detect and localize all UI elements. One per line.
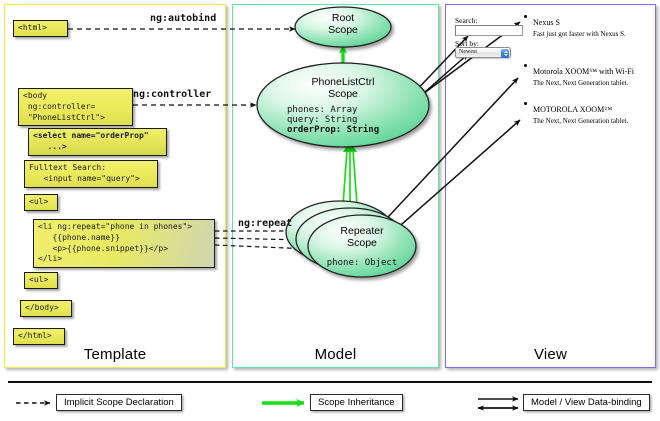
scope-repeater-prop-phone: phone: Object (327, 258, 397, 268)
phone-name: Motorola XOOM™ with Wi-Fi (533, 67, 634, 76)
view-sort-label: Sort by: (455, 39, 479, 48)
code-body-open: <body ng:controller= "PhoneListCtrl"> (18, 88, 133, 127)
bullet-icon (524, 14, 527, 18)
code-search-input: Fulltext Search: <input name="query"> (24, 160, 158, 188)
code-li-repeat: <li ng:repeat="phone in phones"> {{phone… (33, 219, 215, 269)
scope-root (294, 6, 392, 48)
phone-snippet: The Next, Next Generation tablet. (533, 79, 629, 87)
scope-ctrl-prop-orderprop: orderProp: String (287, 124, 379, 135)
scope-phonelistctrl (256, 62, 430, 148)
legend-item-implicit-scope-declaration: Implicit Scope Declaration (56, 394, 182, 411)
phone-name: MOTOROLA XOOM™ (533, 105, 613, 114)
code-body-close: </body> (20, 300, 72, 317)
scope-ctrl-prop-phones: phones: Array (287, 105, 358, 115)
search-input[interactable] (455, 25, 523, 36)
code-select: <select name="orderProp" ...> (28, 128, 167, 156)
list-item: MOTOROLA XOOM™ (524, 99, 613, 117)
chevron-updown-icon (501, 49, 509, 58)
scope-ctrl-title-1: PhoneListCtrl (311, 76, 374, 88)
label-ng-repeat: ng:repeat (238, 218, 293, 229)
phone-snippet: Fast just got faster with Nexus S. (533, 30, 626, 38)
code-html-close: </html> (13, 328, 65, 345)
list-item: Motorola XOOM™ with Wi-Fi (524, 61, 634, 79)
label-ng-autobind: ng:autobind (150, 13, 217, 24)
legend-arrows (16, 396, 519, 411)
legend: Implicit Scope Declaration Scope Inherit… (0, 381, 660, 421)
scope-ctrl-title-2: Scope (328, 88, 358, 100)
code-ul-open: <ul> (24, 194, 58, 211)
legend-divider (8, 381, 652, 383)
scope-root-title-2: Scope (328, 24, 358, 36)
list-item: Nexus S (524, 12, 560, 30)
bullet-icon (524, 101, 527, 105)
label-ng-controller: ng:controller (133, 89, 212, 100)
sort-by-select[interactable]: Newest (455, 47, 511, 58)
legend-item-scope-inheritance: Scope Inheritance (310, 394, 403, 411)
phone-snippet: The Next, Next Generation tablet. (533, 117, 629, 125)
panel-view-label: View (533, 346, 568, 363)
panel-template-label: Template (83, 346, 147, 363)
scope-repeater-title-1: Repeater (340, 225, 384, 237)
panel-model-label: Model (314, 346, 357, 363)
code-html-open: <html> (13, 20, 68, 37)
bullet-icon (524, 63, 527, 67)
sort-by-value: Newest (459, 49, 477, 55)
scope-repeater-stack (285, 200, 417, 278)
scope-ctrl-prop-query: query: String (287, 115, 357, 125)
code-ul-close: <ul> (24, 272, 58, 289)
scope-root-title-1: Root (332, 12, 354, 24)
scope-repeater-title-2: Scope (347, 237, 377, 249)
view-search-label: Search: (455, 16, 478, 25)
phone-name: Nexus S (533, 18, 560, 27)
legend-item-model-view-data-binding: Model / View Data-binding (523, 394, 650, 411)
